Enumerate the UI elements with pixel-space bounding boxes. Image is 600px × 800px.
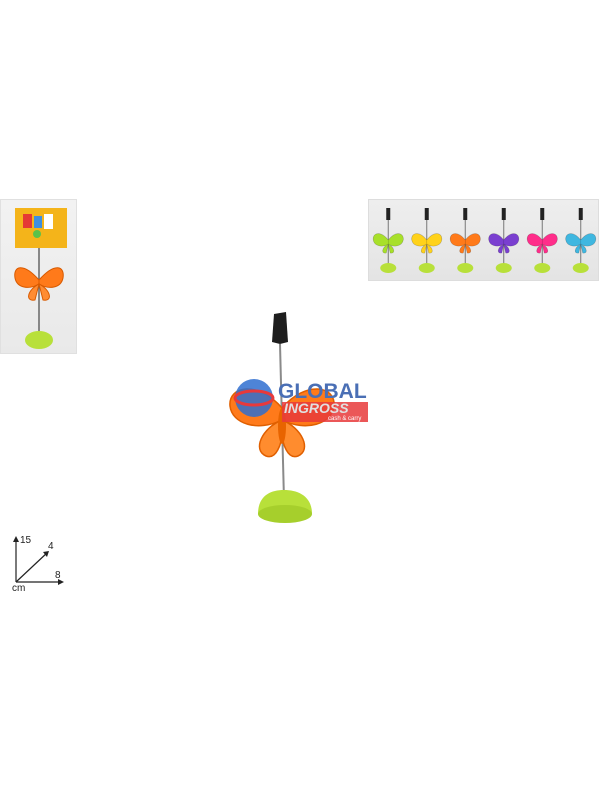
unit-label: cm — [12, 583, 25, 592]
holder-base — [25, 331, 53, 349]
variant-clip-icon — [501, 208, 506, 220]
variant-holder-2 — [411, 208, 443, 273]
variant-base — [534, 263, 551, 273]
brand-watermark: GLOBAL INGROSS cash & carry — [232, 376, 382, 426]
depth-axis — [15, 551, 49, 583]
thumbnail-color-variants[interactable] — [368, 199, 599, 281]
width-arrow-icon — [58, 579, 64, 585]
variant-butterfly — [488, 233, 520, 254]
brand-tagline: cash & carry — [328, 416, 361, 422]
depth-arrow-icon — [43, 551, 49, 557]
globe-ring-icon — [233, 389, 275, 407]
variant-base — [380, 263, 397, 273]
card-figure-red — [23, 214, 32, 228]
height-arrow-icon — [13, 536, 19, 542]
variant-butterfly — [526, 233, 558, 254]
depth-value: 4 — [48, 541, 54, 552]
card-figure-white — [44, 214, 53, 229]
butterfly-left-wing — [14, 267, 40, 288]
variant-clip-icon — [424, 208, 429, 220]
variant-holder-4 — [488, 208, 520, 273]
variant-base — [418, 263, 435, 273]
variant-clip-icon — [540, 208, 545, 220]
variant-holder-3 — [449, 208, 481, 273]
variant-base — [572, 263, 589, 273]
card-figure-green — [33, 230, 41, 238]
height-value: 15 — [20, 535, 32, 546]
brand-name-bottom: INGROSS — [284, 400, 349, 416]
brand-banner — [282, 402, 368, 422]
variant-butterfly — [372, 233, 404, 254]
variant-clip-icon — [578, 208, 583, 220]
clip-icon — [272, 312, 288, 344]
butterfly-lower-wings — [28, 283, 50, 301]
variant-base — [495, 263, 512, 273]
variant-holder-6 — [565, 208, 597, 273]
variant-holder-1 — [372, 208, 404, 273]
globe-icon — [235, 379, 273, 417]
variant-butterfly — [411, 233, 443, 254]
color-variants-image — [372, 208, 597, 273]
variant-butterfly — [565, 233, 597, 254]
variant-clip-icon — [463, 208, 468, 220]
variant-butterfly — [449, 233, 481, 254]
variant-clip-icon — [386, 208, 391, 220]
holder-base-bottom — [258, 505, 312, 523]
dimensions-indicator: 15 4 8 cm — [10, 532, 70, 594]
thumbnail-with-card[interactable] — [0, 199, 77, 354]
thumbnail-with-card-image — [14, 208, 67, 349]
card-figure-blue — [34, 216, 42, 228]
brand-name-top: GLOBAL — [278, 380, 367, 403]
width-value: 8 — [55, 570, 61, 581]
variant-base — [457, 263, 474, 273]
variant-holder-5 — [526, 208, 558, 273]
butterfly-right-wing — [38, 267, 64, 288]
